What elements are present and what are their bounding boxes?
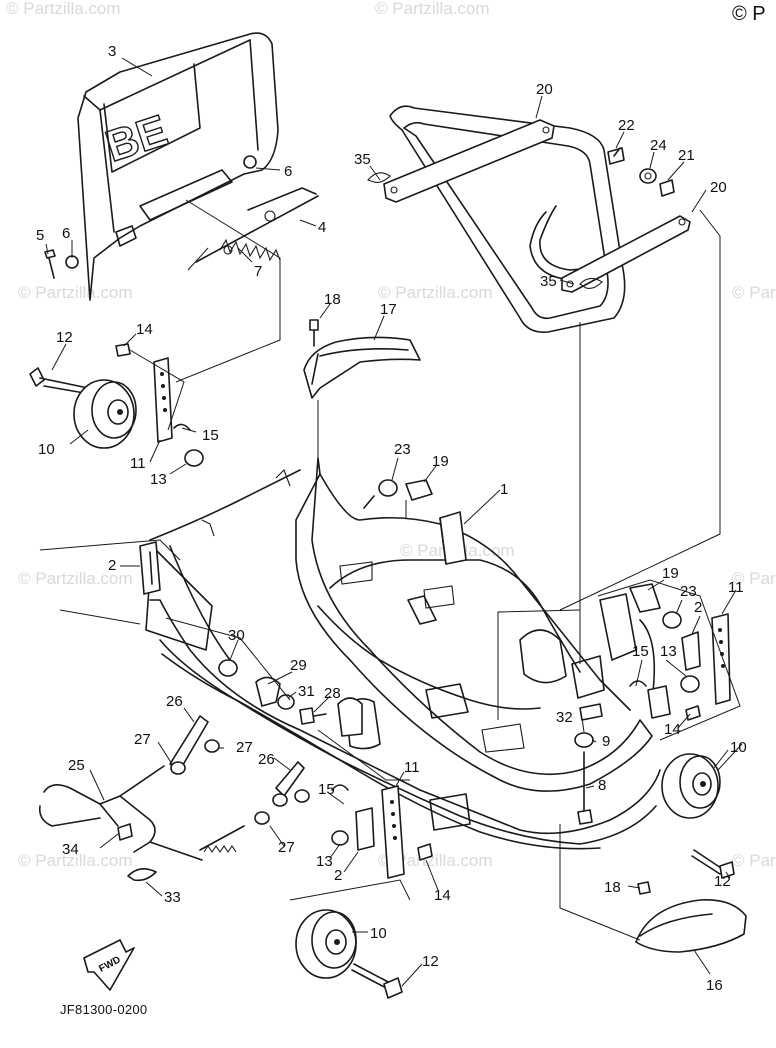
callout-label: 18 (324, 291, 341, 308)
mulch-handle-assembly (367, 105, 691, 334)
watermark: © Partzilla.com (732, 569, 776, 588)
callout-label: 5 (36, 227, 44, 244)
callout-label: 9 (602, 733, 610, 750)
callout-label: 10 (370, 925, 387, 942)
callout-label: 8 (598, 777, 606, 794)
watermark: © Partzilla.com (732, 851, 776, 870)
callout-label: 12 (422, 953, 439, 970)
callout-label: 34 (62, 841, 79, 858)
callout-label: 11 (130, 455, 146, 472)
callout-label: 7 (254, 263, 262, 280)
callout-label: 3 (108, 43, 116, 60)
watermark: © Partzilla.com (18, 569, 133, 588)
gauge-wheel-left-upper (29, 343, 204, 467)
callout-label: 14 (434, 887, 451, 904)
belt-cover (303, 319, 421, 399)
callout-label: 20 (536, 81, 553, 98)
watermark: © Partzilla.com (378, 283, 493, 302)
watermark: © Partzilla.com (18, 283, 133, 302)
callout-label: 19 (432, 453, 449, 470)
callout-label: 14 (136, 321, 153, 338)
callout-label: 35 (540, 273, 557, 290)
callout-label: 30 (228, 627, 245, 644)
callout-label: 19 (662, 565, 679, 582)
watermark: © Partzilla.com (378, 851, 493, 870)
callout-label: 10 (730, 739, 747, 756)
callout-leaders (45, 57, 743, 987)
callout-label: 35 (354, 151, 371, 168)
callout-label: 12 (56, 329, 73, 346)
callout-label: 23 (680, 583, 697, 600)
callout-label: 4 (318, 219, 326, 236)
callout-label: 31 (298, 683, 315, 700)
callout-label: 32 (556, 709, 573, 726)
gauge-wheel-left-lower (295, 784, 433, 999)
callout-label: 27 (236, 739, 253, 756)
callout-label: 27 (278, 839, 295, 856)
discharge-guard: BE (65, 32, 279, 301)
callout-label: 33 (164, 889, 181, 906)
watermark: © Partzilla.com (18, 851, 133, 870)
callout-label: 11 (404, 759, 420, 776)
callout-label: 18 (604, 879, 621, 896)
deck-bracket-left (39, 539, 181, 595)
callout-label: 25 (68, 757, 85, 774)
callout-label: 6 (62, 225, 70, 242)
bolt-5 (44, 249, 56, 279)
callout-label: 14 (664, 721, 681, 738)
callout-label: 2 (694, 599, 702, 616)
callout-label: 16 (706, 977, 723, 994)
callout-label: 23 (394, 441, 411, 458)
callout-label: 20 (710, 179, 727, 196)
callout-label: 29 (290, 657, 307, 674)
dashed-assembly-line (175, 199, 281, 383)
callout-label: 13 (660, 643, 677, 660)
callout-label: 22 (618, 117, 635, 134)
diagram-code: JF81300-0200 (60, 1002, 147, 1017)
watermark: © Partzilla.com (732, 283, 776, 302)
spring-and-rod (195, 187, 319, 263)
callout-label: 6 (284, 163, 292, 180)
callout-label: 26 (166, 693, 183, 710)
callout-label: 17 (380, 301, 397, 318)
callout-label: 21 (678, 147, 695, 164)
forward-arrow-icon: FWD (83, 939, 135, 991)
pulley-guard (635, 881, 747, 953)
callout-label: 15 (202, 427, 219, 444)
callout-label: 15 (632, 643, 649, 660)
dashed-line (559, 209, 721, 611)
callout-label: 2 (334, 867, 342, 884)
callout-label: 10 (38, 441, 55, 458)
callout-label: 1 (500, 481, 508, 498)
callout-label: 28 (324, 685, 341, 702)
callout-labels: 3 6 4 7 5 6 20 35 22 24 21 20 35 18 17 1… (36, 43, 747, 994)
callout-label: 13 (150, 471, 167, 488)
gauge-wheel-right (574, 583, 735, 879)
callout-label: 13 (316, 853, 333, 870)
callout-label: 12 (714, 873, 731, 890)
callout-label: 24 (650, 137, 667, 154)
guard-emblem: BE (100, 106, 173, 171)
watermark: © Partzilla.com (375, 0, 490, 18)
height-adjust-assembly (38, 659, 363, 882)
callout-label: 27 (134, 731, 151, 748)
callout-label: 2 (108, 557, 116, 574)
copyright-mark: © P (732, 3, 766, 25)
callout-label: 15 (318, 781, 335, 798)
callout-label: 11 (728, 579, 744, 596)
watermark: © Partzilla.com (6, 0, 121, 18)
mower-deck (145, 457, 661, 850)
callout-label: 26 (258, 751, 275, 768)
